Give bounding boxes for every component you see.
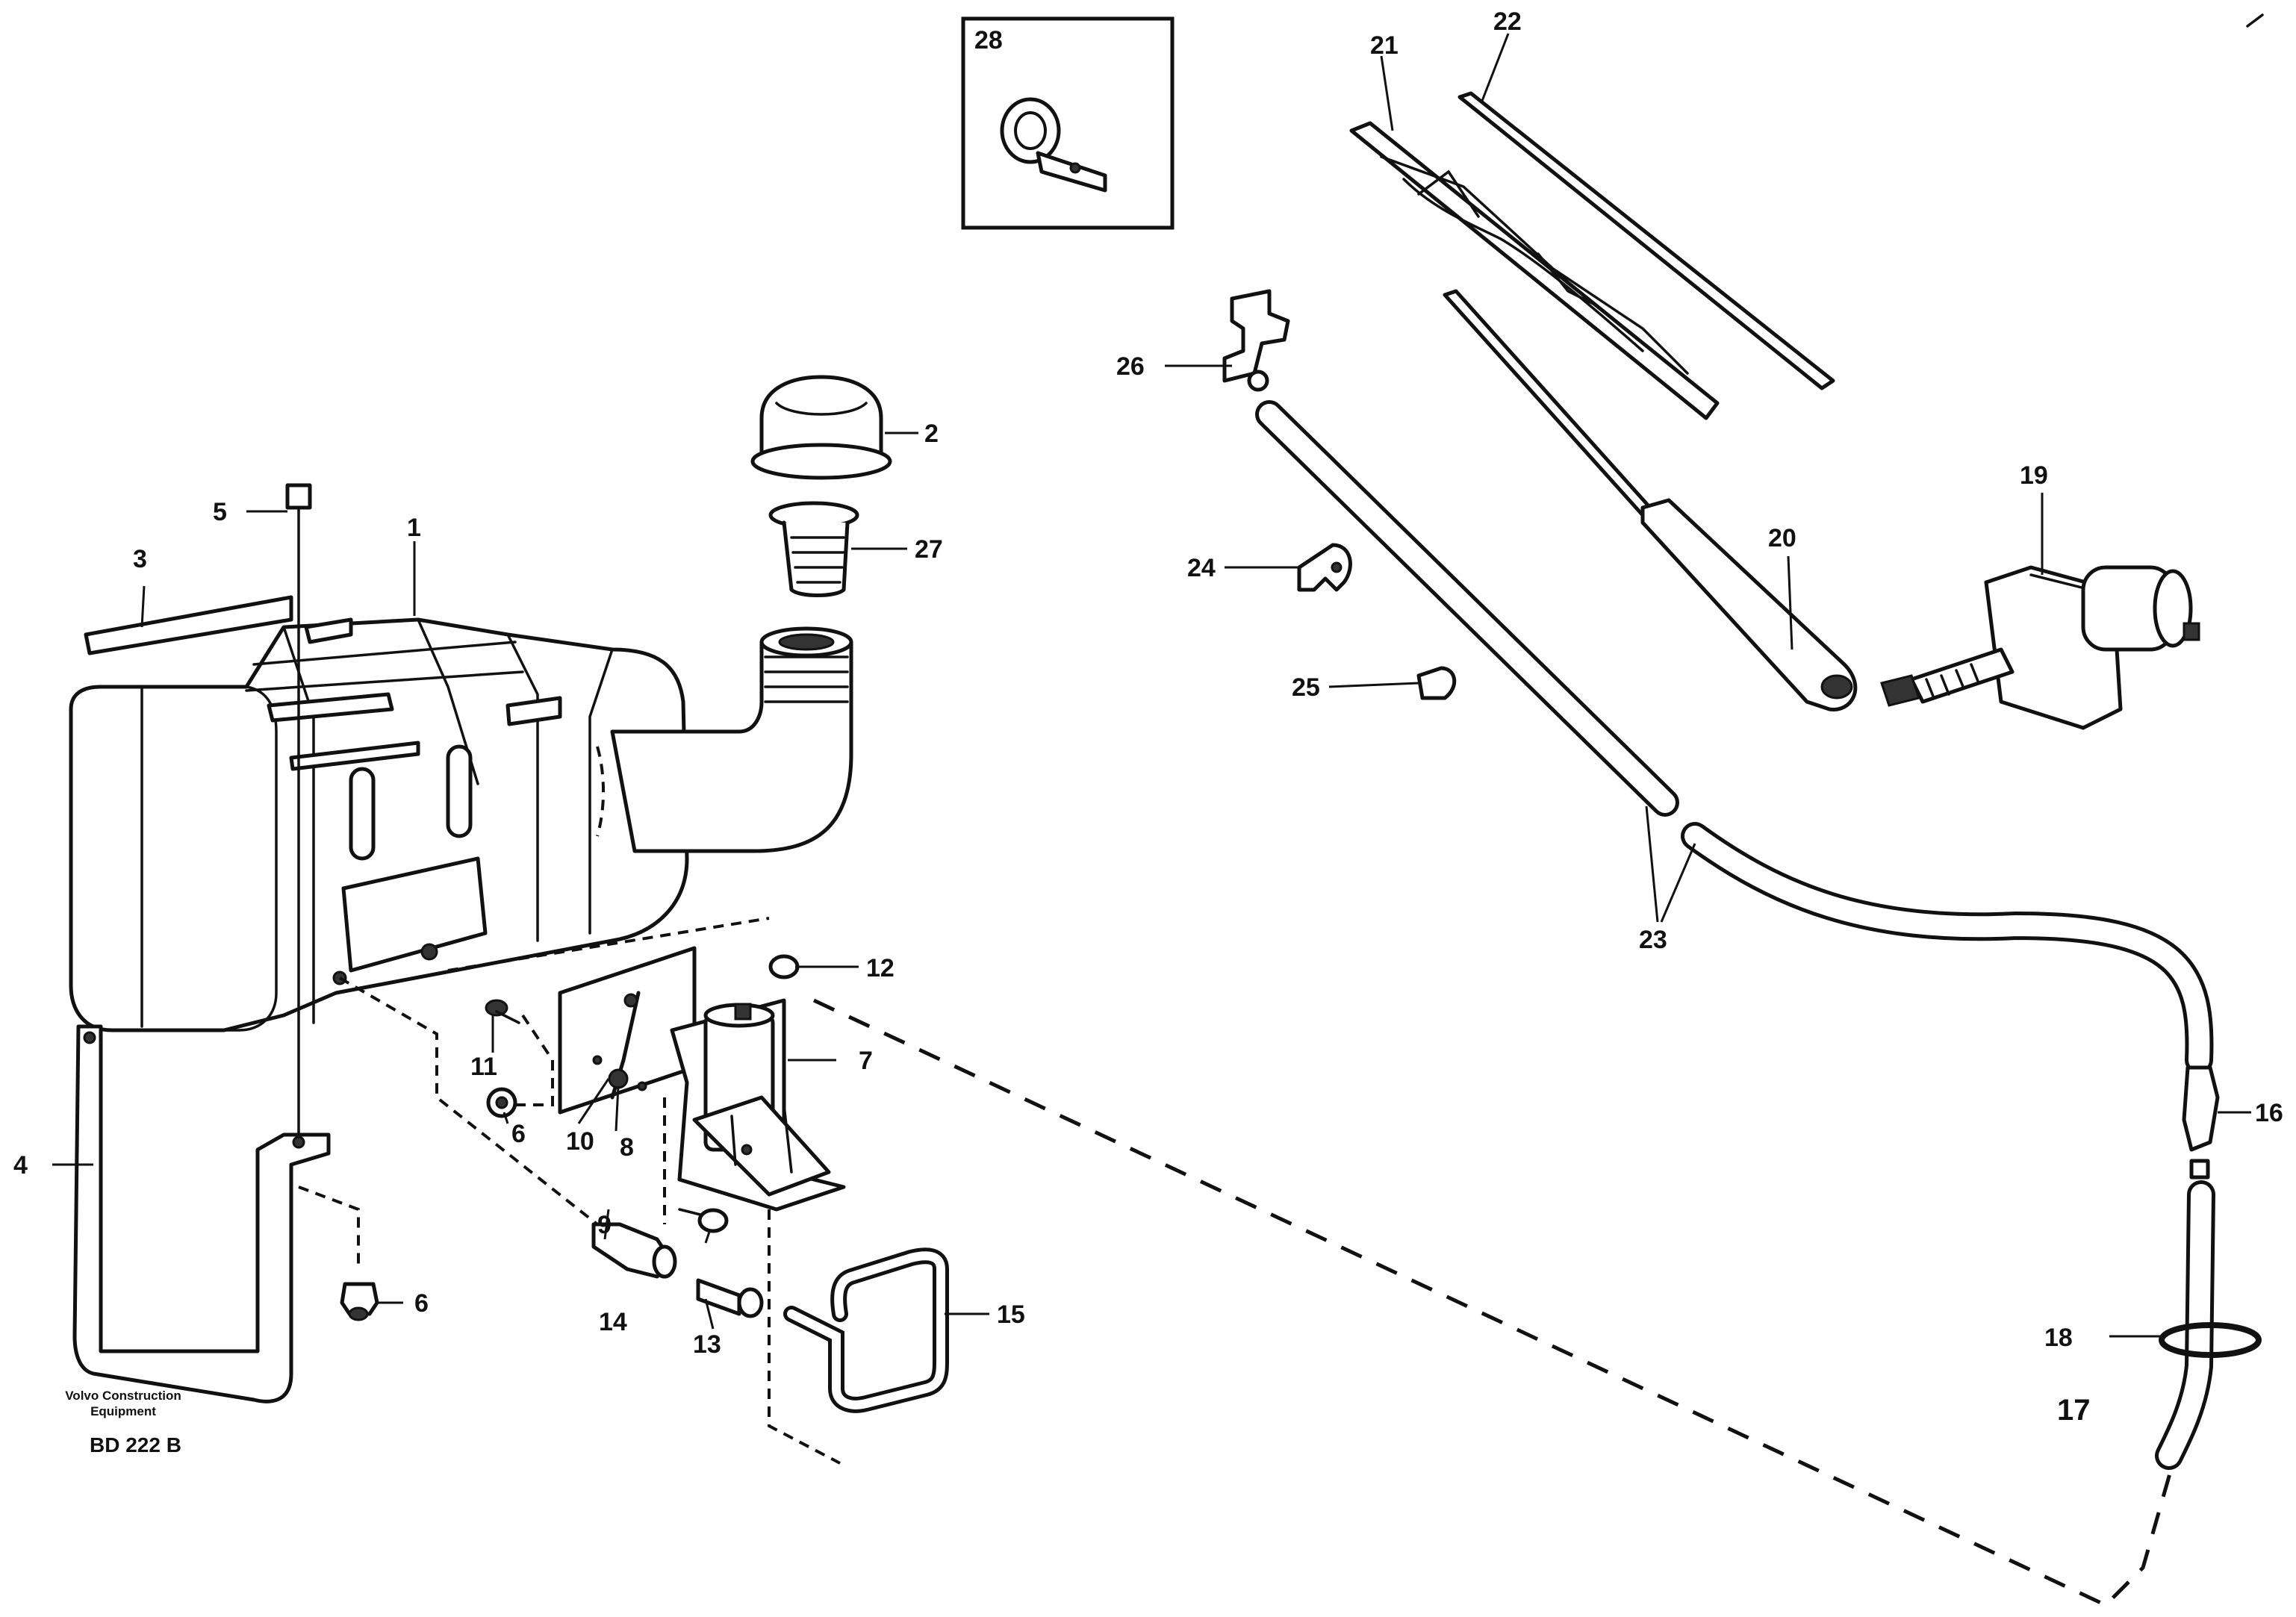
clip-24	[1297, 543, 1352, 592]
callout-20: 20	[1768, 524, 1796, 552]
callout-6-lower: 6	[414, 1289, 429, 1318]
callout-21: 21	[1370, 31, 1399, 60]
callout-22: 22	[1493, 7, 1522, 36]
callout-1: 1	[407, 514, 421, 542]
screw-11	[485, 999, 520, 1024]
inset-box-28	[961, 16, 1175, 230]
hose-loop	[783, 1247, 949, 1413]
callout-6-upper: 6	[511, 1120, 526, 1148]
callout-15: 15	[997, 1300, 1025, 1329]
blade-rubber	[1457, 91, 1835, 390]
callout-2: 2	[924, 420, 939, 448]
wiper-blade	[1349, 121, 1720, 420]
callout-12: 12	[866, 954, 895, 982]
callout-11: 11	[470, 1053, 497, 1081]
callout-4: 4	[13, 1151, 28, 1180]
edge-mark	[2246, 13, 2264, 28]
hose-clamp-icon	[1000, 97, 1107, 193]
callout-labels: 1 2 3 4 5 6 6 7 8 9 10 11 12 13 14 15 16…	[13, 7, 2283, 1427]
callout-17: 17	[2057, 1394, 2091, 1427]
leader-lines	[52, 33, 2251, 1338]
hose-adapter	[696, 1278, 764, 1318]
company-line-2: Equipment	[90, 1404, 156, 1418]
callout-18: 18	[2044, 1324, 2073, 1352]
washer-reservoir	[69, 617, 853, 1032]
wiper-motor	[1880, 565, 2200, 730]
filler-strainer	[768, 501, 859, 597]
callout-24: 24	[1187, 554, 1216, 582]
screw-9	[678, 1208, 729, 1233]
mounting-strap	[72, 1024, 331, 1403]
callout-25: 25	[1292, 673, 1320, 702]
callout-23: 23	[1639, 926, 1667, 954]
callout-10: 10	[566, 1127, 594, 1156]
callout-27: 27	[915, 535, 943, 564]
callout-5: 5	[213, 498, 227, 526]
washer-pump	[670, 998, 846, 1212]
clip-25	[1416, 666, 1457, 700]
assembly-dash-lines	[298, 917, 2175, 1608]
callout-26: 26	[1116, 352, 1145, 381]
grommet	[768, 954, 800, 979]
lock-nut	[340, 1282, 379, 1321]
callout-13: 13	[693, 1330, 721, 1359]
reservoir-cap	[750, 375, 892, 480]
lower-hose	[2155, 1180, 2215, 1470]
company-line-1: Volvo Construction	[65, 1389, 181, 1403]
drawing-caption: Volvo Construction Equipment BD 222 B	[65, 1389, 181, 1456]
callout-3: 3	[133, 545, 147, 573]
callout-16: 16	[2255, 1099, 2283, 1127]
wiper-arm	[1443, 289, 1858, 711]
foam-pad	[84, 595, 293, 655]
callout-7: 7	[859, 1047, 873, 1075]
callout-28: 28	[974, 26, 1003, 54]
washer-tube	[1255, 400, 2214, 1074]
callout-9: 9	[597, 1211, 612, 1239]
callout-8: 8	[620, 1133, 634, 1162]
long-bolt	[285, 483, 312, 1144]
nut-6-upper	[486, 1087, 517, 1118]
hose-bracket-26	[1222, 289, 1290, 392]
drawing-code: BD 222 B	[90, 1433, 181, 1456]
hose-connector	[591, 1222, 677, 1279]
check-valve	[2182, 1065, 2220, 1180]
callout-14: 14	[599, 1308, 627, 1336]
callout-19: 19	[2020, 461, 2048, 490]
hose-clip	[2159, 1322, 2262, 1358]
